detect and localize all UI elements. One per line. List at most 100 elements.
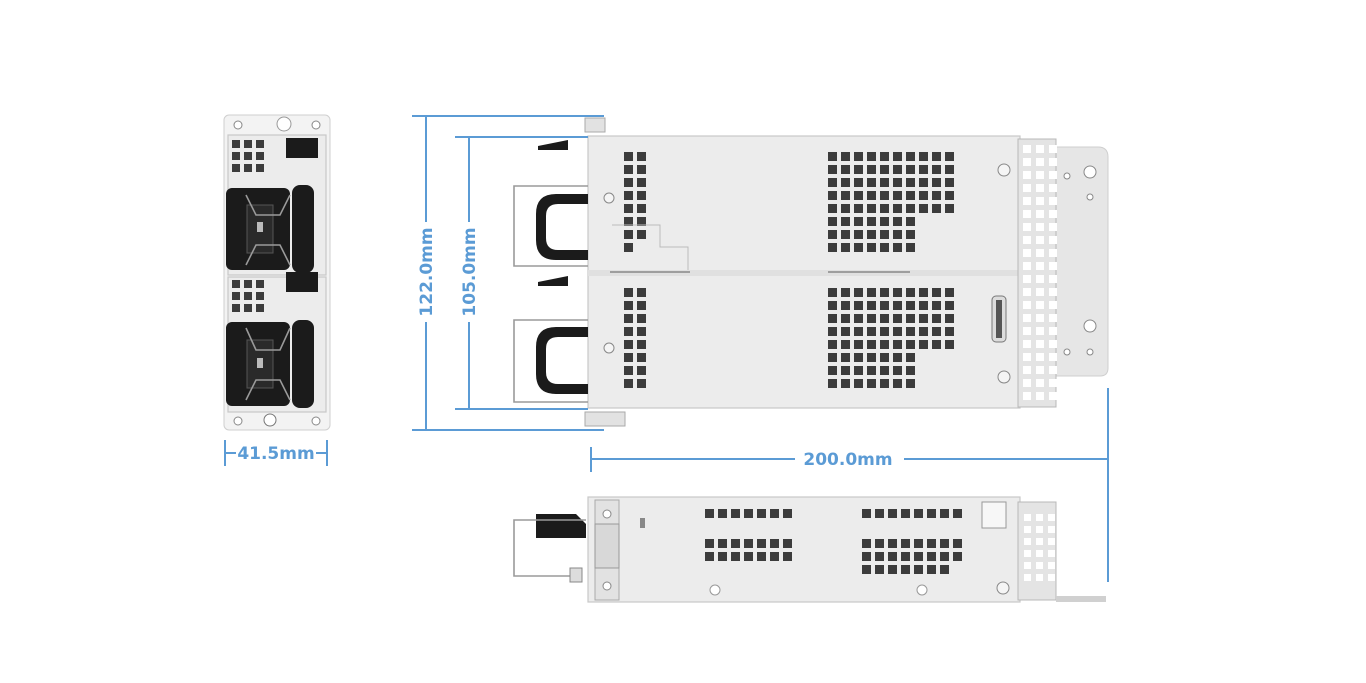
vent-hole bbox=[1049, 340, 1057, 348]
vent-hole bbox=[914, 509, 923, 518]
vent-hole bbox=[919, 301, 928, 310]
vent-grid-top-right bbox=[828, 152, 954, 252]
vent-hole bbox=[867, 165, 876, 174]
vent-hole bbox=[1049, 366, 1057, 374]
vent-hole bbox=[1036, 538, 1043, 545]
vent-hole bbox=[841, 314, 850, 323]
vent-hole bbox=[1048, 514, 1055, 521]
vent-hole bbox=[718, 539, 727, 548]
vent-hole bbox=[945, 301, 954, 310]
vent-hole bbox=[232, 280, 240, 288]
vent-hole bbox=[1049, 171, 1057, 179]
vent-hole bbox=[770, 509, 779, 518]
vent-hole bbox=[1049, 236, 1057, 244]
vent-hole bbox=[637, 204, 646, 213]
vent-hole bbox=[731, 509, 740, 518]
vent-hole bbox=[880, 327, 889, 336]
vent-hole bbox=[718, 552, 727, 561]
vent-hole bbox=[867, 353, 876, 362]
vent-hole bbox=[770, 539, 779, 548]
vent-hole bbox=[1036, 327, 1044, 335]
vent-hole bbox=[932, 327, 941, 336]
vent-hole bbox=[637, 379, 646, 388]
vent-hole bbox=[828, 165, 837, 174]
vent-hole bbox=[867, 204, 876, 213]
vent-hole bbox=[893, 366, 902, 375]
vent-hole bbox=[1036, 197, 1044, 205]
vent-hole bbox=[256, 304, 264, 312]
vent-hole bbox=[1036, 514, 1043, 521]
vent-hole bbox=[901, 552, 910, 561]
vent-hole bbox=[1049, 288, 1057, 296]
vent-hole bbox=[1023, 379, 1031, 387]
vent-hole bbox=[828, 353, 837, 362]
vent-hole bbox=[854, 288, 863, 297]
vent-hole bbox=[867, 288, 876, 297]
vent-hole bbox=[624, 288, 633, 297]
side-vent-grid bbox=[705, 509, 962, 574]
vent-hole bbox=[828, 301, 837, 310]
vent-hole bbox=[1049, 353, 1057, 361]
vent-hole bbox=[624, 379, 633, 388]
vent-hole bbox=[1023, 327, 1031, 335]
vent-hole bbox=[906, 230, 915, 239]
vent-hole bbox=[1036, 210, 1044, 218]
vent-hole bbox=[940, 552, 949, 561]
vent-hole bbox=[880, 178, 889, 187]
vent-hole bbox=[893, 243, 902, 252]
vent-hole bbox=[828, 152, 837, 161]
vent-hole bbox=[862, 539, 871, 548]
vent-hole bbox=[256, 140, 264, 148]
vent-hole bbox=[744, 552, 753, 561]
vent-hole bbox=[828, 314, 837, 323]
vent-hole bbox=[1023, 262, 1031, 270]
top-view bbox=[513, 117, 1109, 427]
vent-hole bbox=[624, 340, 633, 349]
vent-hole bbox=[906, 165, 915, 174]
vent-hole bbox=[1023, 249, 1031, 257]
vent-hole bbox=[232, 140, 240, 148]
vent-hole bbox=[854, 204, 863, 213]
vent-hole bbox=[744, 509, 753, 518]
vent-hole bbox=[1049, 392, 1057, 400]
vent-hole bbox=[232, 152, 240, 160]
vent-hole bbox=[867, 301, 876, 310]
vent-hole bbox=[757, 509, 766, 518]
vent-hole bbox=[906, 366, 915, 375]
vent-hole bbox=[757, 552, 766, 561]
vent-hole bbox=[256, 164, 264, 172]
vent-hole bbox=[862, 565, 871, 574]
vent-hole bbox=[841, 353, 850, 362]
vent-hole bbox=[828, 191, 837, 200]
vent-hole bbox=[880, 353, 889, 362]
vent-hole bbox=[854, 178, 863, 187]
vent-hole bbox=[1036, 288, 1044, 296]
vent-hole bbox=[841, 230, 850, 239]
vent-hole bbox=[932, 314, 941, 323]
vent-grid-bottom-right bbox=[828, 288, 954, 388]
vent-hole bbox=[637, 191, 646, 200]
vent-hole bbox=[893, 353, 902, 362]
vent-hole bbox=[867, 340, 876, 349]
vent-hole bbox=[1049, 197, 1057, 205]
vent-hole bbox=[256, 292, 264, 300]
side-view bbox=[513, 496, 1106, 603]
vent-hole bbox=[828, 178, 837, 187]
vent-hole bbox=[867, 366, 876, 375]
vent-hole bbox=[637, 230, 646, 239]
vent-hole bbox=[770, 552, 779, 561]
vent-hole bbox=[1036, 223, 1044, 231]
vent-hole bbox=[888, 552, 897, 561]
vent-hole bbox=[244, 152, 252, 160]
vent-hole bbox=[637, 314, 646, 323]
length-label: 200.0mm bbox=[803, 450, 892, 470]
vent-hole bbox=[1023, 288, 1031, 296]
height-inner-label: 105.0mm bbox=[460, 227, 480, 316]
vent-hole bbox=[1023, 340, 1031, 348]
vent-hole bbox=[893, 314, 902, 323]
vent-hole bbox=[783, 509, 792, 518]
vent-hole bbox=[919, 165, 928, 174]
vent-hole bbox=[927, 565, 936, 574]
vent-hole bbox=[875, 565, 884, 574]
